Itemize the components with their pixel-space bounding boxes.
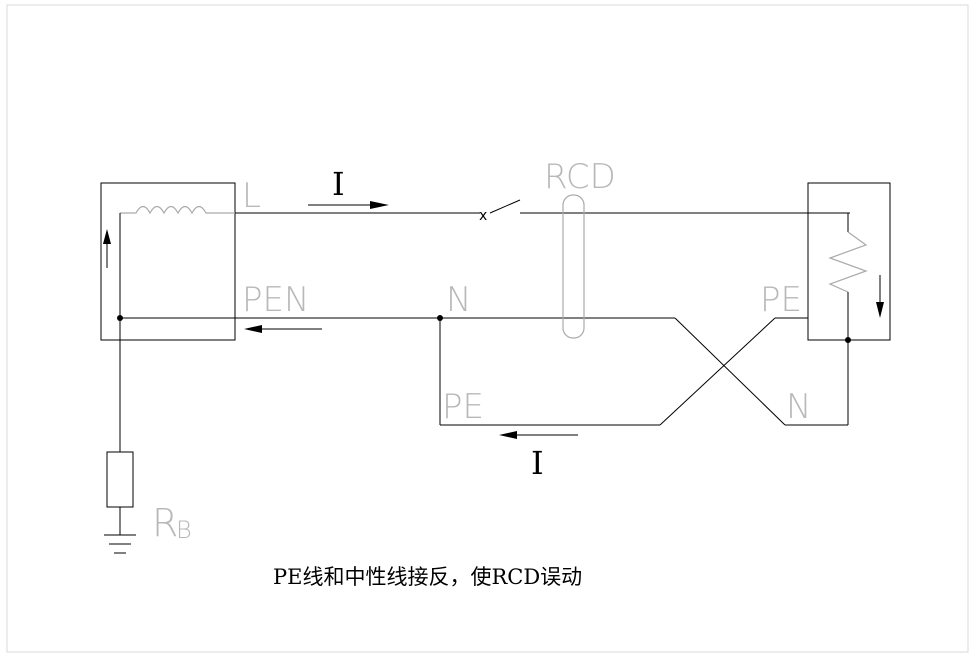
label-pen: PEN <box>242 280 309 320</box>
page-border <box>6 4 969 653</box>
cross-wire-pe <box>659 317 776 426</box>
label-rb-sub: B <box>176 516 192 544</box>
load-box <box>807 182 891 341</box>
switch-mark: x <box>479 208 487 224</box>
earth-resistor <box>106 451 134 508</box>
label-current-top: I <box>332 165 345 203</box>
label-l: L <box>242 176 261 216</box>
current-arrow-left-bottom-icon <box>499 431 578 439</box>
label-pe-bottom: PE <box>442 387 484 427</box>
transformer-coil <box>119 205 235 318</box>
label-current-bottom: I <box>531 444 544 482</box>
cross-wire-n <box>674 317 786 426</box>
transformer-box <box>100 182 236 341</box>
current-arrow-left-icon <box>244 325 322 333</box>
rcd-core <box>562 194 585 339</box>
label-n-right: N <box>786 387 811 427</box>
up-arrow-icon <box>103 229 111 268</box>
ground-symbol-icon <box>104 534 136 554</box>
label-pe-right: PE <box>760 280 802 320</box>
label-n-left: N <box>446 280 471 320</box>
diagram-caption: PE线和中性线接反，使RCD误动 <box>273 565 582 589</box>
load-resistor-icon <box>828 213 868 340</box>
rcd-switch <box>489 199 850 214</box>
current-arrow-right-icon <box>308 201 389 209</box>
label-rb: R <box>152 501 178 545</box>
down-arrow-icon <box>876 275 884 318</box>
label-rcd: RCD <box>544 157 616 197</box>
